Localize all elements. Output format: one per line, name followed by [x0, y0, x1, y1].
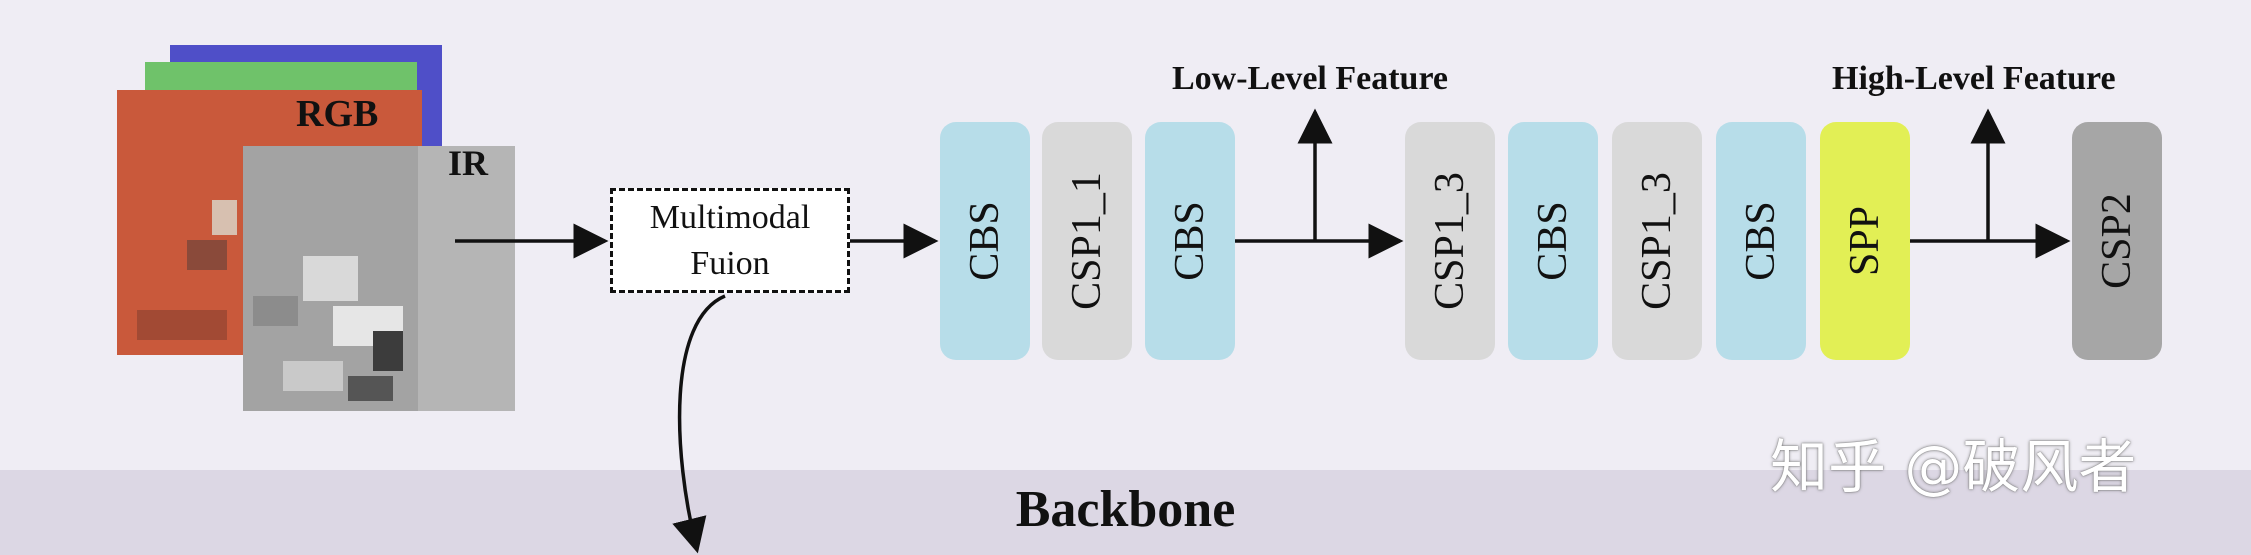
backbone-title: Backbone	[1015, 481, 1236, 538]
low-level-feature-label: Low-Level Feature	[1172, 60, 1449, 97]
high-level-feature-label: High-Level Feature	[1832, 60, 2116, 97]
block-cbs-4: CBS	[1716, 122, 1806, 360]
block-cbs-1: CBS	[940, 122, 1030, 360]
block-csp1-3-b: CSP1_3	[1612, 122, 1702, 360]
block-csp1-3-a: CSP1_3	[1405, 122, 1495, 360]
block-csp1-1: CSP1_1	[1042, 122, 1132, 360]
watermark: 知乎 @破风者	[1770, 433, 2137, 501]
ir-image-texture	[243, 146, 515, 411]
multimodal-fusion-box: Multimodal Fuion	[610, 188, 850, 293]
ir-image	[243, 146, 515, 411]
block-cbs-2: CBS	[1145, 122, 1235, 360]
multimodal-fusion-label: Multimodal Fuion	[649, 198, 811, 282]
backbone-band	[0, 470, 2251, 555]
arrow-fusion-downward	[672, 294, 726, 554]
block-csp2: CSP2	[2072, 122, 2162, 360]
rgb-label: RGB	[296, 93, 379, 135]
block-cbs-3: CBS	[1508, 122, 1598, 360]
block-spp: SPP	[1820, 122, 1910, 360]
ir-label: IR	[448, 143, 489, 183]
